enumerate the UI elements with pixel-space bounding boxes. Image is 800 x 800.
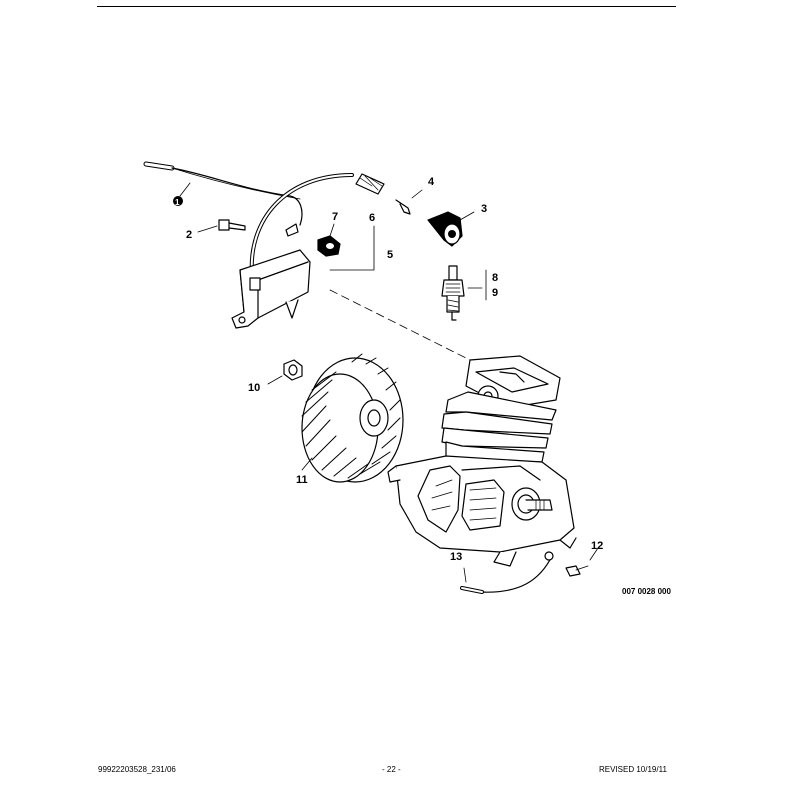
footer-revised-date: REVISED 10/19/11 <box>599 765 667 774</box>
callout-11: 11 <box>296 474 308 486</box>
callout-4: 4 <box>428 176 435 188</box>
clip-part <box>395 189 423 215</box>
part-1-marker <box>173 196 183 206</box>
flywheel-part <box>301 353 404 483</box>
bracket-lines-5-6 <box>329 225 375 271</box>
screw-part <box>197 219 246 233</box>
diagram-code: 007 0028 000 <box>622 587 671 596</box>
callout-2: 2 <box>186 229 192 241</box>
callout-7: 7 <box>332 211 338 223</box>
callout-9: 9 <box>492 287 498 299</box>
callout-12: 12 <box>591 540 603 552</box>
callout-10: 10 <box>248 382 260 394</box>
footer-page-number: - 22 - <box>382 765 401 774</box>
callout-1: 1 <box>175 198 180 207</box>
engine-block-part <box>387 355 577 567</box>
alignment-line <box>329 289 471 361</box>
ground-wire-part <box>460 551 554 594</box>
spark-plug-spring-part <box>355 173 385 195</box>
grommet-part <box>317 223 341 257</box>
callout-8: 8 <box>492 272 498 284</box>
callout-6: 6 <box>369 212 375 224</box>
footer-part-number: 99922203528_231/06 <box>98 765 176 774</box>
callout-3: 3 <box>481 203 487 215</box>
ignition-coil-part <box>231 173 354 329</box>
callout-5: 5 <box>387 249 393 261</box>
spark-plug-boot-part <box>427 211 475 247</box>
callout-13: 13 <box>450 551 462 563</box>
header-rule <box>97 6 676 7</box>
nut-part <box>267 359 303 385</box>
small-screw-part <box>565 547 599 577</box>
spark-plug-part <box>441 265 487 321</box>
